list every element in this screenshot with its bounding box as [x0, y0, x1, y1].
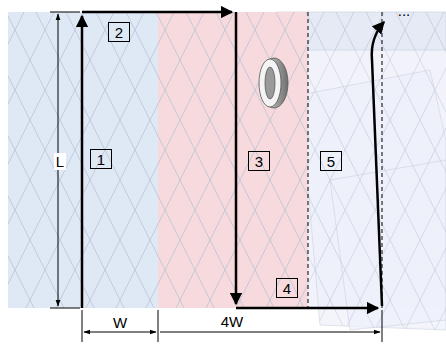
callout-number: 3 — [255, 154, 263, 169]
callout-number: 4 — [283, 281, 291, 296]
continuation-mark: ... — [396, 2, 413, 19]
pink-panel — [158, 12, 308, 308]
dimension-label: L — [54, 153, 66, 170]
callout-number: 1 — [97, 152, 105, 167]
blue-panel — [8, 12, 158, 308]
fold-line — [382, 12, 383, 308]
callout-number: 2 — [115, 25, 123, 40]
ring-icon — [259, 58, 288, 108]
dimension-label: W — [111, 314, 129, 331]
callout-box: 1 — [90, 149, 112, 169]
dimension-line — [50, 12, 382, 342]
callout-box: 3 — [248, 151, 270, 171]
dimension-label: 4W — [219, 313, 246, 330]
fold-line — [308, 12, 309, 308]
callout-number: 5 — [327, 154, 335, 169]
callout-box: 5 — [320, 151, 342, 171]
path-arrow — [82, 12, 384, 308]
callout-box: 4 — [276, 278, 298, 298]
callout-box: 2 — [108, 22, 130, 42]
